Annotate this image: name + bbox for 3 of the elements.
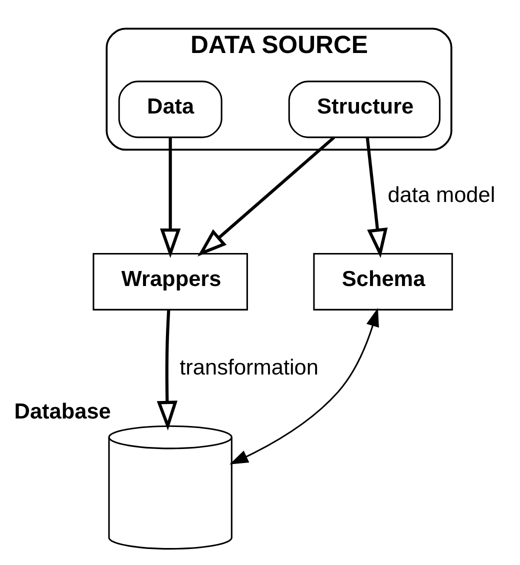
node-label: Database [14, 398, 111, 424]
edge-label: transformation [180, 354, 318, 380]
edge-label: data model [388, 182, 496, 208]
